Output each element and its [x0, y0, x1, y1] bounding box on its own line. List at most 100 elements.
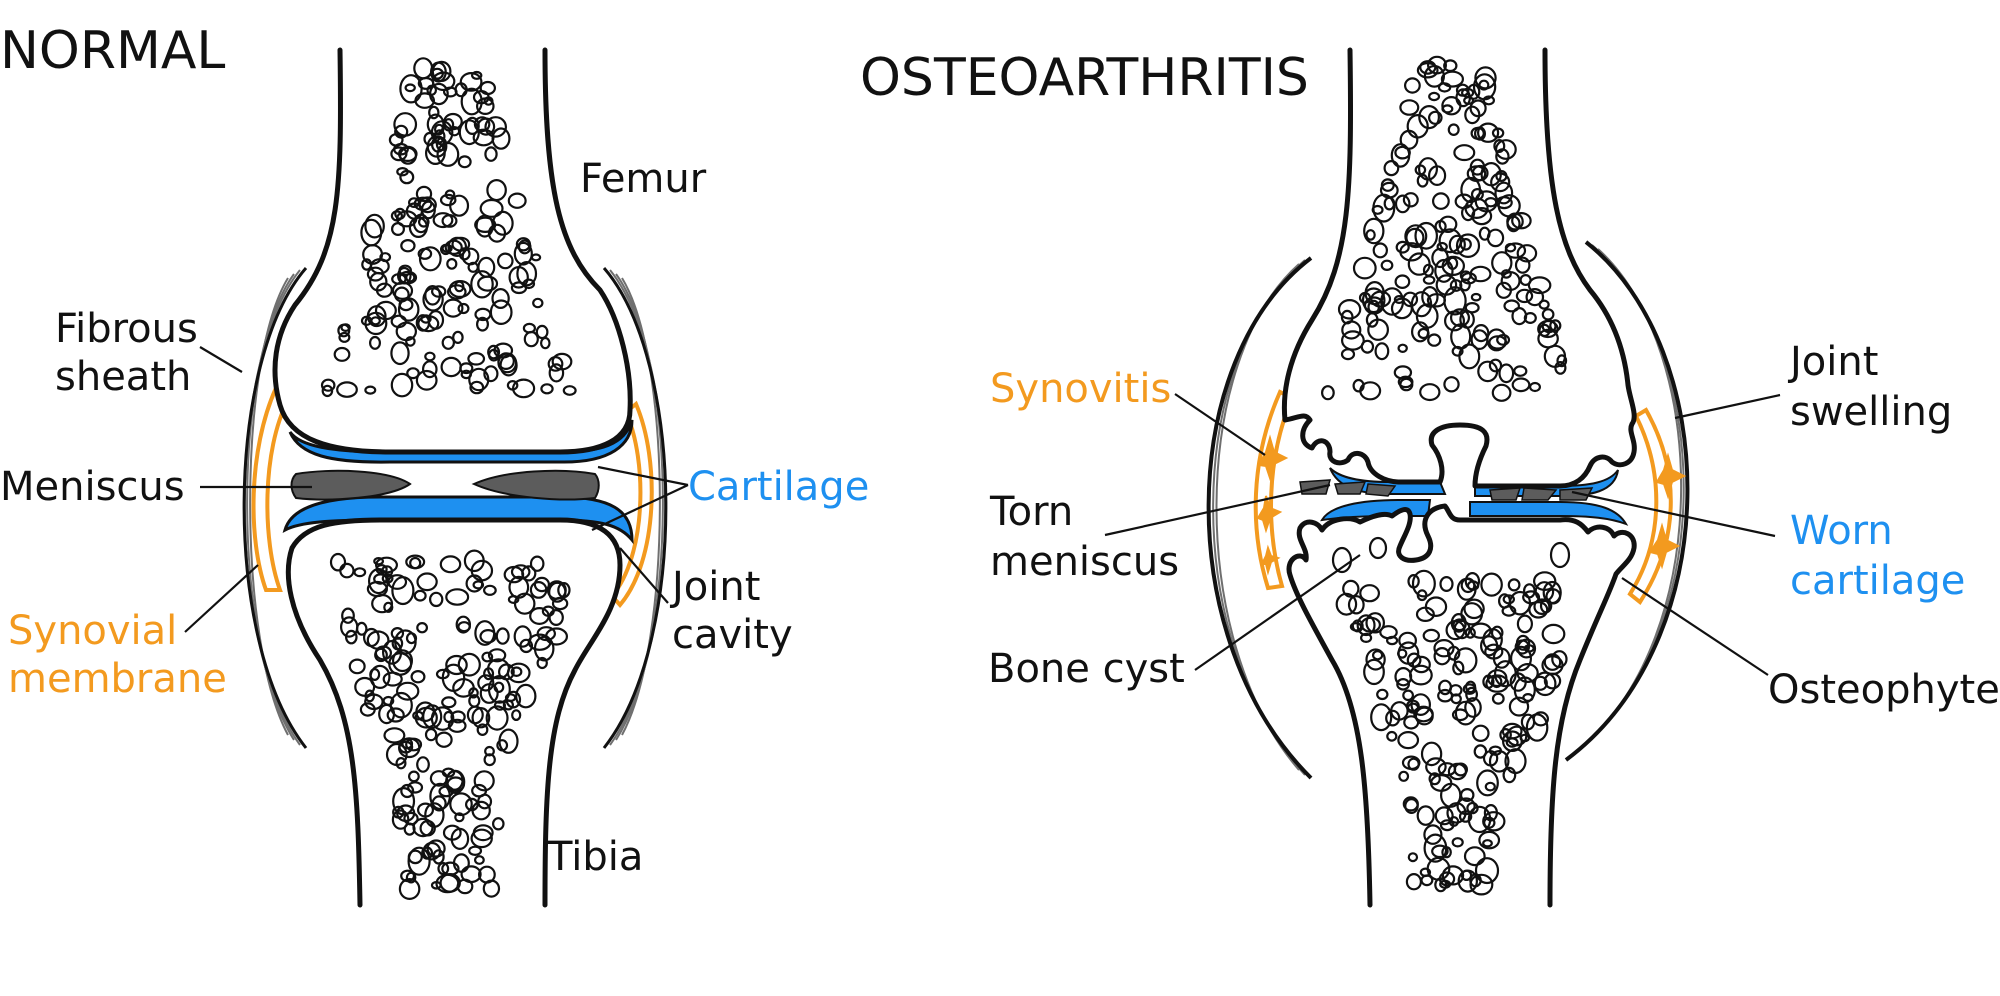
bone-pore — [1541, 623, 1566, 645]
bone-pore — [1478, 830, 1501, 850]
bone-pore — [1498, 363, 1515, 384]
bone-pore — [1463, 95, 1475, 105]
bone-pore — [1365, 612, 1385, 634]
bone-pore — [473, 116, 491, 133]
bone-pore — [1511, 307, 1528, 326]
bone-pore — [1482, 95, 1496, 106]
bone-pore — [470, 828, 493, 849]
bone-pore — [511, 709, 522, 721]
bone-pore — [1421, 286, 1439, 308]
bone-pore — [398, 877, 421, 900]
bone-pore — [483, 584, 497, 596]
osteoarthritis-title: OSTEOARTHRITIS — [860, 48, 1309, 108]
bone-pore — [1519, 733, 1531, 743]
bone-pore — [1383, 160, 1400, 177]
bone-pore — [1490, 675, 1503, 689]
bone-pore — [483, 365, 499, 383]
bone-pore — [461, 247, 480, 266]
leader-torn-meniscus — [1104, 483, 1331, 537]
label-bone-cyst: Bone cyst — [988, 646, 1185, 692]
bone-pore — [1407, 573, 1420, 589]
bone-pore — [1446, 645, 1461, 661]
bone-pore — [521, 565, 537, 582]
oa-femur-bone — [1281, 47, 1637, 489]
bone-pore — [1503, 299, 1520, 313]
bone-pore — [1419, 60, 1437, 75]
bone-pore — [489, 299, 513, 325]
bone-pore — [446, 284, 467, 300]
bone-pore — [506, 662, 531, 684]
bone-pore — [510, 564, 531, 580]
bone-pore — [473, 770, 495, 792]
bone-pore — [428, 105, 440, 120]
bone-pore — [439, 193, 457, 207]
bone-pore — [398, 264, 412, 276]
bone-pore — [1403, 715, 1420, 730]
bone-pore — [1469, 873, 1482, 888]
bone-pore — [1542, 580, 1562, 605]
bone-pore — [321, 384, 334, 398]
bone-pore — [1464, 697, 1482, 718]
label-synovitis: Synovitis — [990, 366, 1171, 412]
bone-pore — [442, 298, 464, 318]
bone-pore — [1543, 653, 1562, 671]
bone-pore — [395, 757, 407, 770]
bone-pore — [320, 378, 336, 392]
bone-pore — [1449, 308, 1470, 328]
label-joint-cavity-1: Joint — [669, 564, 760, 610]
bone-pore — [1452, 660, 1465, 676]
bone-pore — [457, 652, 481, 677]
bone-pore — [475, 97, 495, 115]
bone-pore — [437, 861, 450, 876]
bone-pore — [507, 192, 527, 209]
bone-pore — [487, 344, 501, 360]
bone-pore — [535, 324, 549, 340]
normal-title: NORMAL — [0, 21, 225, 81]
bone-pore — [362, 244, 384, 265]
bone-pore — [491, 288, 510, 310]
label-joint-swelling-2: swelling — [1790, 389, 1952, 435]
bone-pore — [1437, 762, 1457, 777]
leader-worn-cartilage — [1571, 490, 1776, 538]
bone-pore — [498, 728, 519, 754]
bone-pore — [338, 331, 351, 343]
bone-pore — [487, 648, 507, 663]
bone-pore — [394, 207, 406, 220]
bone-pore — [1516, 614, 1534, 634]
bone-pore — [457, 302, 470, 315]
bone-pore — [1427, 333, 1442, 347]
bone-pore — [1416, 805, 1435, 826]
bone-pore — [382, 695, 395, 706]
bone-pore — [562, 385, 577, 396]
bone-pore — [1394, 194, 1411, 214]
label-joint-cavity-2: cavity — [672, 612, 793, 658]
bone-pore — [1449, 279, 1463, 292]
bone-pore — [400, 869, 416, 883]
fibrous-sheath-right — [602, 267, 668, 749]
bone-pore — [1398, 770, 1410, 782]
bone-pore — [416, 756, 430, 773]
bone-pore — [1464, 302, 1480, 314]
bone-pore — [1501, 605, 1517, 617]
bone-pore — [1439, 819, 1455, 832]
bone-pore — [1441, 95, 1462, 116]
bone-pore — [1337, 298, 1362, 320]
bone-pore — [1434, 806, 1454, 826]
bone-pore — [1490, 625, 1504, 640]
bone-pore — [1458, 343, 1481, 370]
bone-pore — [1414, 221, 1438, 250]
bone-pore — [469, 380, 485, 395]
label-femur: Femur — [580, 156, 707, 202]
bone-pore — [1538, 323, 1551, 338]
bone-pore — [506, 379, 519, 391]
bone-pore — [1407, 852, 1419, 863]
bone-pore — [479, 198, 504, 218]
bone-pore — [1428, 91, 1441, 102]
bone-pore — [364, 385, 377, 395]
bone-pore — [399, 169, 415, 185]
bone-pore — [468, 845, 483, 857]
bone-pore — [477, 674, 495, 692]
bone-pore — [1491, 383, 1512, 402]
